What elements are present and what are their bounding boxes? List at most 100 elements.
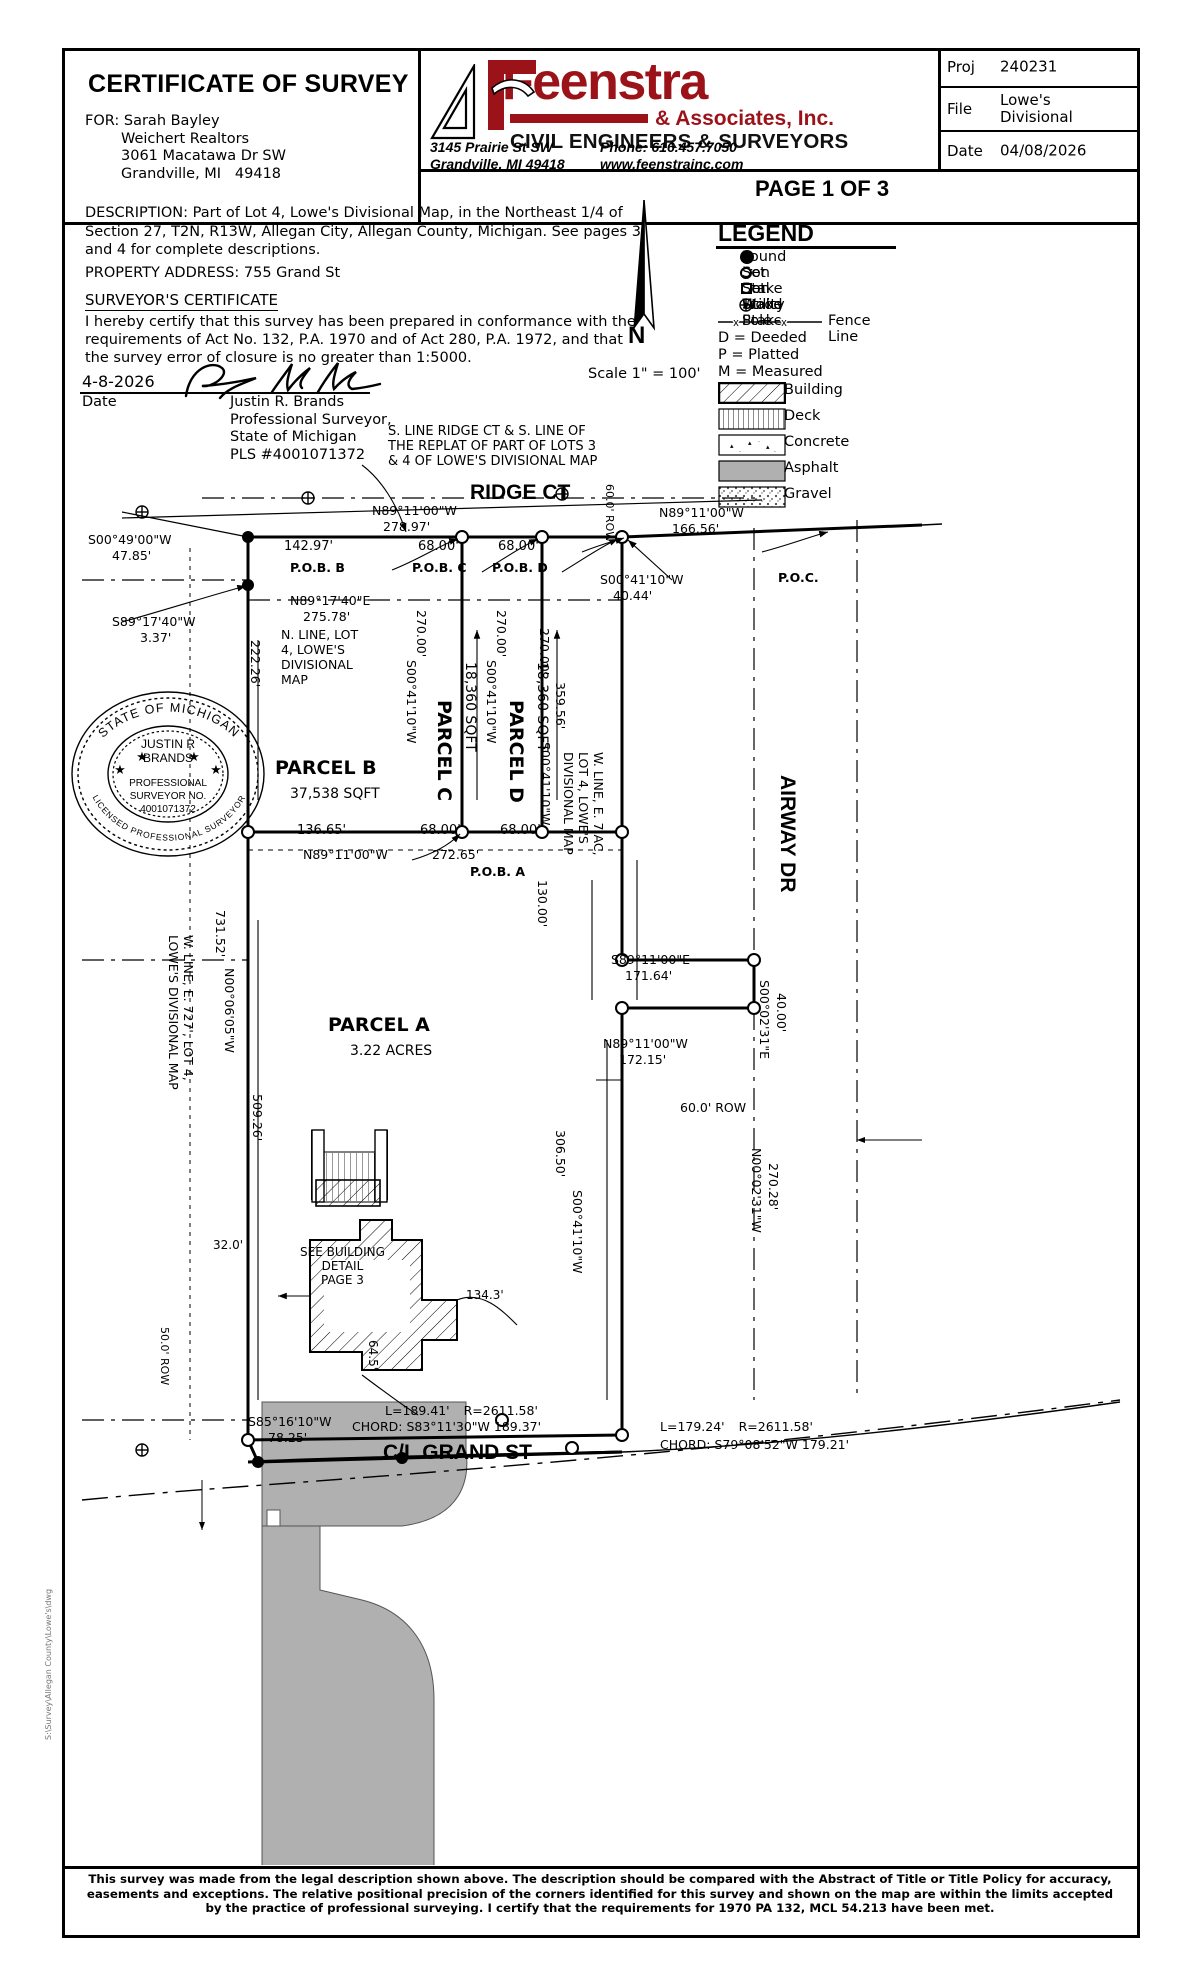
surveyor-seal: STATE OF MICHIGAN LICENSED PROFESSIONAL … [71, 691, 265, 857]
dim-bearing-ridge-278: N89°11'00"W [372, 503, 457, 518]
building-swatch-icon [718, 382, 786, 404]
building-detail-note: SEE BUILDING DETAIL PAGE 3 [300, 1245, 385, 1287]
parcel-d-bearing: S00°41'10"W [484, 660, 499, 744]
legend-label-asphalt: Asphalt [784, 460, 839, 476]
seg-270-d: 270.00' [494, 610, 509, 658]
seg-270-e: 270.00' [537, 628, 552, 676]
note-line-3: & 4 OF LOWE'S DIVISIONAL MAP [388, 454, 598, 469]
seg-270-c: 270.00' [414, 610, 429, 658]
ridge-ct-note: S. LINE RIDGE CT & S. LINE OF THE REPLAT… [388, 424, 597, 469]
parcel-b-area: 37,538 SQFT [290, 786, 380, 802]
dim-distance-78: 78.25' [268, 1430, 308, 1445]
curve1-length: L=189.41' [385, 1403, 450, 1418]
seg-134: 134.3' [466, 1288, 504, 1302]
firm-disciplines: CIVIL ENGINEERS & SURVEYORS [510, 130, 849, 153]
footer-disclaimer: This survey was made from the legal desc… [86, 1872, 1114, 1915]
client-citystate: Grandville, MI 49418 [121, 165, 282, 182]
seg-68-d-bot: 68.00' [500, 823, 541, 838]
firm-contact: Phone: 616.457.7050 www.feenstrainc.com [600, 139, 743, 173]
dim-bearing-n8911w-272: N89°11'00"W [303, 847, 388, 862]
dim-distance-171: 171.64' [625, 968, 673, 983]
west-line-7ac-note: W. LINE, E. 7 AC, LOT 4, LOWE'S DIVISION… [561, 752, 606, 856]
page-title: CERTIFICATE OF SURVEY [88, 70, 409, 98]
title-block-row-date: Date 04/08/2026 [938, 132, 1140, 172]
set-iron-stake-icon [740, 267, 752, 279]
dim-bearing-s8516: S85°16'10"W [248, 1414, 332, 1429]
dim-distance-306: 306.50' [553, 1130, 568, 1178]
title-block-value-file: Lowe's Divisional [1000, 91, 1073, 126]
parcel-d-label: PARCEL D [505, 700, 527, 803]
firm-website[interactable]: www.feenstrainc.com [600, 156, 744, 172]
svg-text:.: . [739, 447, 741, 454]
dim-distance-n8917e: 275.78' [303, 609, 351, 624]
file-path-stamp: S:\Survey\Allegan County\Lowe's\dwg [44, 1588, 53, 1740]
seg-136: 136.65' [297, 823, 347, 838]
seg-509: 509.26' [250, 1094, 265, 1142]
note-line-15: PAGE 3 [321, 1273, 364, 1287]
dim-bearing-n0006w: N00°06'05"W [222, 968, 237, 1053]
pob-b: P.O.B. B [290, 560, 345, 575]
dim-distance-359: 359.56' [553, 682, 568, 730]
fence-line-icon: x x [718, 316, 822, 331]
header-vline-right [938, 48, 941, 172]
legend-label-found-iron-stake: Found Iron Stake [742, 249, 787, 297]
footer-divider [62, 1866, 1140, 1869]
dim-distance-40: 40.00' [774, 993, 789, 1033]
client-block: FOR: Sarah Bayley Weichert Realtors 3061… [85, 113, 286, 183]
logo-triangle-icon [430, 64, 476, 140]
parcel-c-label: PARCEL C [433, 700, 455, 802]
svg-text:x: x [733, 317, 739, 329]
note-line-5: 4, LOWE'S [281, 642, 345, 657]
found-iron-stake-icon [740, 250, 754, 264]
note-line-14: DETAIL [321, 1259, 364, 1273]
firm-address-line2: Grandville, MI 49418 [430, 156, 565, 172]
dim-bearing-s0041-359: S00°41'10"W [538, 742, 553, 826]
client-name: FOR: Sarah Bayley [85, 113, 220, 129]
dim-bearing-s8911e: S89°11'00"E [611, 952, 690, 967]
seg-32: 32.0' [213, 1238, 244, 1252]
north-arrow-icon [633, 199, 656, 331]
west-line-727-note: W. LINE, E. 727', LOT 4, LOWE'S DIVISION… [166, 935, 196, 1090]
dim-bearing-s8917: S89°17'40"W [112, 614, 196, 629]
svg-text:.: . [758, 437, 760, 444]
pob-a: P.O.B. A [470, 864, 526, 879]
curve1-radius: R=2611.58' [463, 1403, 538, 1418]
seg-68-c-top: 68.00' [418, 539, 459, 554]
dim-bearing-s0041-40: S00°41'10"W [600, 572, 684, 587]
note-line-11: W. LINE, E. 727', LOT 4, [181, 935, 196, 1081]
signature-date-label: Date [82, 394, 117, 410]
title-block-row-proj: Proj 240231 [938, 48, 1140, 88]
seg-68-c-bot: 68.00' [420, 823, 461, 838]
svg-text:★: ★ [210, 763, 222, 778]
svg-text:4001071372: 4001071372 [140, 804, 196, 815]
legend-title: LEGEND [718, 220, 814, 246]
poc: P.O.C. [778, 570, 819, 585]
legend-label-building: Building [784, 382, 843, 398]
scale-note: Scale 1" = 100' [588, 366, 701, 382]
title-block-value-proj: 240231 [1000, 57, 1058, 76]
note-line-6: DIVISIONAL [281, 657, 353, 672]
note-line-4: N. LINE, LOT [281, 627, 359, 642]
dim-bearing-s0049: S00°49'00"W [88, 532, 172, 547]
concrete-swatch-icon: ▴▴ ▴. .. [718, 434, 786, 456]
legend-label-deck: Deck [784, 408, 821, 424]
page-indicator: PAGE 1 OF 3 [755, 176, 890, 201]
signature-mark [184, 362, 382, 400]
dim-bearing-n8911w-172: N89°11'00"W [603, 1036, 688, 1051]
gravel-swatch-icon [718, 486, 786, 508]
title-block-key-date: Date [947, 141, 983, 160]
title-block-row-file: File Lowe's Divisional [938, 88, 1140, 132]
title-block-key-proj: Proj [947, 58, 975, 76]
dim-distance-ridge-166: 166.56' [672, 521, 720, 536]
firm-address-line1: 3145 Prairie St SW [430, 139, 553, 155]
survey-map-drawing [81, 464, 1121, 1865]
legend-label-set-wood-stake: Set Wood Stake [742, 281, 783, 329]
firm-phone: Phone: 616.457.7050 [600, 139, 737, 155]
client-street: 3061 Macatawa Dr SW [121, 148, 286, 164]
svg-text:▴: ▴ [748, 439, 752, 447]
row-note-grand: 50.0' ROW [158, 1327, 171, 1386]
title-block-key-file: File [947, 100, 973, 118]
legend-label-utility-pole: Utility Pole [742, 297, 785, 329]
svg-text:★: ★ [136, 750, 148, 765]
